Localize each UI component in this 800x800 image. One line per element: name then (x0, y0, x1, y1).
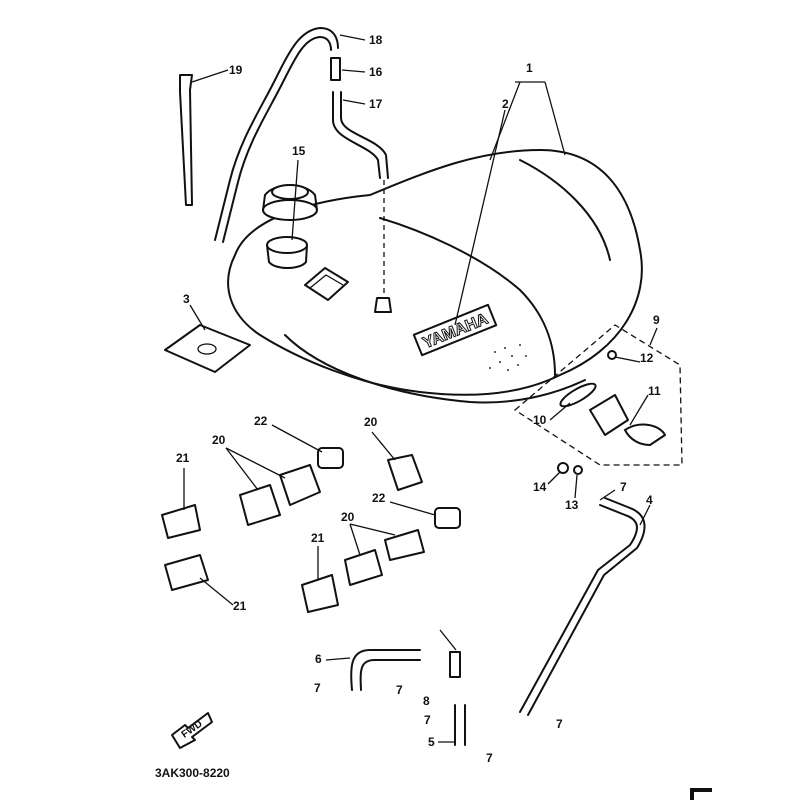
corner-mark (690, 788, 712, 800)
callout-7d: 7 (486, 751, 493, 765)
bracket (164, 324, 251, 373)
callout-15: 15 (292, 144, 306, 158)
callout-5: 5 (428, 735, 435, 749)
part-code: 3AK300-8220 (155, 766, 230, 780)
callout-7b: 7 (396, 683, 403, 697)
fuel-cap (262, 184, 318, 221)
callout-9: 9 (653, 313, 660, 327)
fwd-arrow-icon (171, 712, 213, 749)
callout-7a: 7 (314, 681, 321, 695)
callout-19: 19 (229, 63, 243, 77)
callout-14: 14 (533, 480, 547, 494)
callout-20c: 20 (341, 510, 355, 524)
fuel-hose (519, 504, 638, 713)
callout-21c: 21 (233, 599, 247, 613)
callout-20b: 20 (364, 415, 378, 429)
fuel-cock (557, 350, 666, 475)
callout-17: 17 (369, 97, 383, 111)
callout-12: 12 (640, 351, 654, 365)
callout-18: 18 (369, 33, 383, 47)
callout-1: 1 (526, 61, 533, 75)
callout-7f: 7 (620, 480, 627, 494)
callout-7e: 7 (556, 717, 563, 731)
callout-21a: 21 (176, 451, 190, 465)
callout-11: 11 (648, 384, 661, 398)
callout-6: 6 (315, 652, 322, 666)
callout-21b: 21 (311, 531, 325, 545)
callout-22a: 22 (254, 414, 268, 428)
breather-hose (214, 27, 389, 295)
strap (179, 74, 193, 206)
callout-22b: 22 (372, 491, 386, 505)
callout-7c: 7 (424, 713, 431, 727)
fuel-tank: YAMAHA (227, 149, 643, 404)
callout-16: 16 (369, 65, 383, 79)
callout-13: 13 (565, 498, 579, 512)
callout-20a: 20 (212, 433, 226, 447)
callout-10: 10 (533, 413, 547, 427)
callout-8: 8 (423, 694, 430, 708)
callout-3: 3 (183, 292, 190, 306)
callout-2: 2 (502, 97, 509, 111)
dampers (161, 447, 461, 613)
callout-4: 4 (646, 493, 653, 507)
